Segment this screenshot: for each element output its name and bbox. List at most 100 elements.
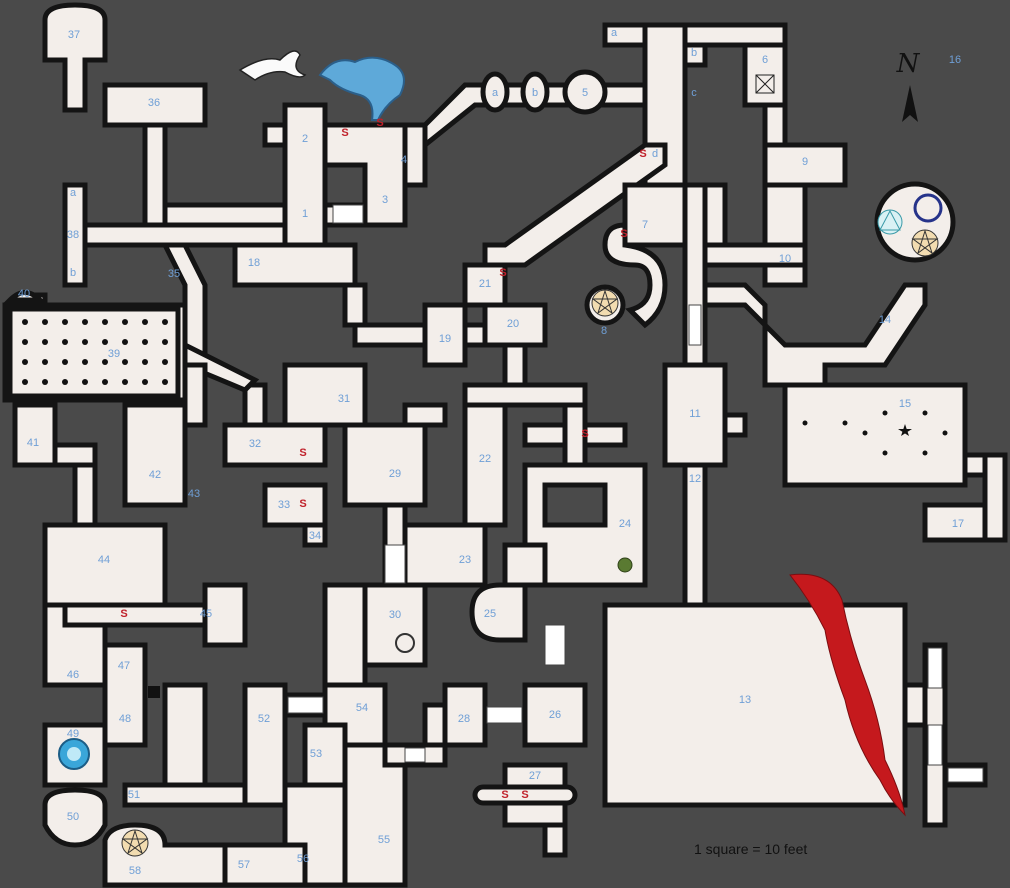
- room-label: 47: [118, 660, 130, 672]
- secret-door-marker: S: [299, 447, 306, 459]
- room-label: 26: [549, 709, 561, 721]
- room-label: 49: [67, 728, 79, 740]
- room-label: 32: [249, 438, 261, 450]
- stairs: [287, 204, 984, 783]
- star-icon: [898, 424, 912, 436]
- room-label: 21: [479, 278, 491, 290]
- lava-flow: [789, 573, 906, 817]
- room-label: 1: [302, 208, 308, 220]
- room-label: 18: [248, 257, 260, 269]
- room-label: 50: [67, 811, 79, 823]
- room-label: 39: [108, 348, 120, 360]
- room-label: 12: [689, 473, 701, 485]
- room-label: 5: [582, 87, 588, 99]
- room-label: 28: [458, 713, 470, 725]
- room-label: 38: [67, 229, 79, 241]
- room-label: 46: [67, 669, 79, 681]
- secret-door-marker: S: [639, 148, 646, 160]
- sub-label: b: [532, 87, 538, 99]
- portal-icon: [58, 738, 90, 770]
- pentagram-icon: [121, 829, 149, 857]
- room-label: 30: [389, 609, 401, 621]
- room-label: 35: [168, 268, 180, 280]
- room-label: 14: [879, 314, 891, 326]
- secret-door-marker: S: [376, 117, 383, 129]
- room-label: 56: [297, 853, 309, 865]
- map-features: [58, 74, 984, 857]
- sub-label: c: [691, 87, 697, 99]
- secret-door-marker: S: [299, 498, 306, 510]
- room-label: 45: [200, 608, 212, 620]
- room-label: 11: [689, 408, 700, 420]
- room-label: 44: [98, 554, 110, 566]
- room-label: 6: [762, 54, 768, 66]
- room-label: 27: [529, 770, 541, 782]
- room-label: 8: [601, 325, 607, 337]
- room-label: 29: [389, 468, 401, 480]
- secret-door-marker: S: [341, 127, 348, 139]
- triangle-circle-icon: [877, 209, 903, 235]
- room-label: 3: [382, 194, 388, 206]
- room-label: 33: [278, 499, 290, 511]
- room-label: 4: [401, 154, 407, 166]
- room-label: 10: [779, 253, 791, 265]
- compass: N: [896, 49, 921, 122]
- room-label: 24: [619, 518, 631, 530]
- room-label: 37: [68, 29, 80, 41]
- secret-door-marker: S: [581, 428, 588, 440]
- secret-doors: S S S S S S S S S S S: [120, 117, 646, 801]
- bush-icon: [617, 557, 633, 573]
- room-label: 54: [356, 702, 368, 714]
- trapdoor-icon: [755, 74, 775, 94]
- room-label: 58: [129, 865, 141, 877]
- summoning-circle-icon: [913, 193, 943, 223]
- secret-door-marker: S: [521, 789, 528, 801]
- secret-door-marker: S: [120, 608, 127, 620]
- room-label: 25: [484, 608, 496, 620]
- room-label: 16: [949, 54, 961, 66]
- sub-label: d: [652, 148, 658, 160]
- room-label: 57: [238, 859, 250, 871]
- room-label: 55: [378, 834, 390, 846]
- room-label: 22: [479, 453, 491, 465]
- room-label: 2: [302, 133, 308, 145]
- room-label: 53: [310, 748, 322, 760]
- pillar-grid: [22, 319, 948, 456]
- pentagram-icon: [591, 289, 619, 317]
- secret-door-marker: S: [499, 267, 506, 279]
- room-label: 48: [119, 713, 131, 725]
- room-label: 7: [642, 219, 648, 231]
- room-label: 52: [258, 713, 270, 725]
- room-label: 13: [739, 694, 751, 706]
- room-label: 51: [128, 789, 140, 801]
- well-icon: [395, 633, 415, 653]
- room-label: 42: [149, 469, 161, 481]
- pentagram-icon: [911, 229, 939, 257]
- room-label: 34: [309, 530, 321, 542]
- underground-river: [318, 56, 405, 121]
- sub-label: a: [70, 187, 77, 199]
- secret-door-marker: S: [620, 228, 627, 240]
- room-label: 15: [899, 398, 911, 410]
- room-label: 20: [507, 318, 519, 330]
- room-label: 9: [802, 156, 808, 168]
- room-label: 36: [148, 97, 160, 109]
- sub-label: b: [70, 267, 76, 279]
- room-label: 17: [952, 518, 964, 530]
- sub-label: a: [492, 87, 499, 99]
- sub-label: b: [691, 47, 697, 59]
- room-label: 31: [338, 393, 350, 405]
- secret-door-marker: S: [501, 789, 508, 801]
- room-label: 40: [18, 288, 30, 300]
- sub-labels: a b a b c d a b: [70, 27, 697, 279]
- room-label: 41: [27, 437, 39, 449]
- compass-label: N: [896, 49, 921, 79]
- room-label: 43: [188, 488, 200, 500]
- sub-label: a: [611, 27, 618, 39]
- room-labels: 1 2 3 4 5 6 7 8 9 10 11 12 13 14 15 16 1…: [18, 29, 964, 877]
- scale-text: 1 square = 10 feet: [694, 841, 807, 857]
- room-label: 19: [439, 333, 451, 345]
- room-label: 23: [459, 554, 471, 566]
